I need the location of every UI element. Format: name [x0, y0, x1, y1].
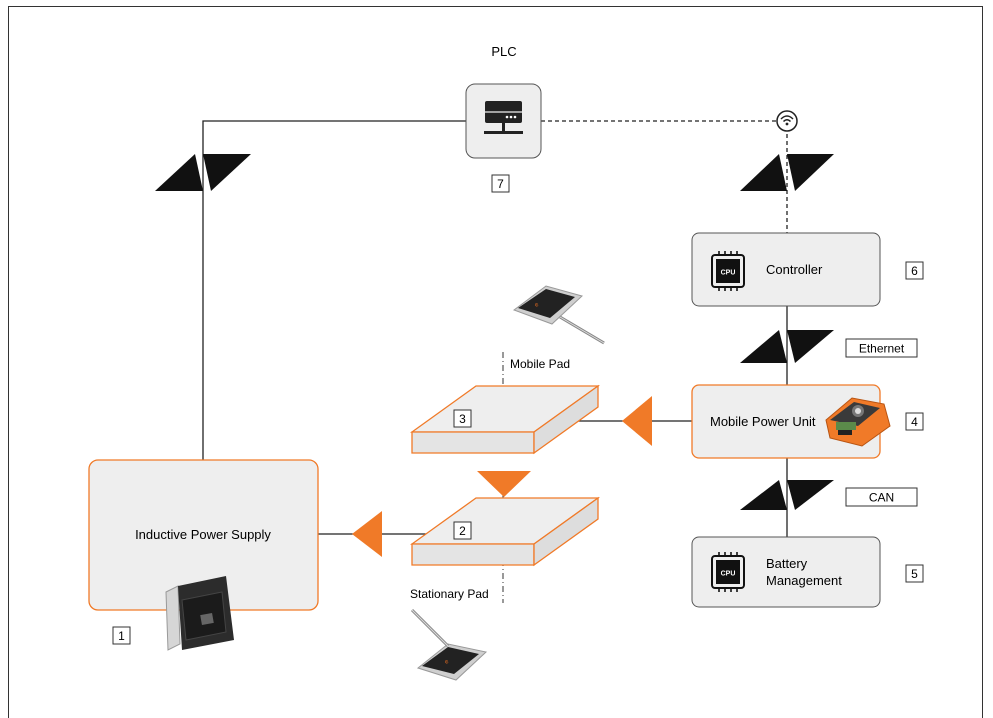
plc-title: PLC [491, 44, 516, 59]
plc-to-controller-wireless-line [541, 120, 788, 233]
inductive-power-supply-device-image [165, 576, 234, 651]
controller-number: 6 [911, 264, 918, 278]
mobile-pad-device-image: e [512, 285, 605, 345]
server-icon [484, 101, 523, 134]
energy-arrow-to-mobile-pad [622, 396, 652, 446]
connector-can [740, 480, 834, 510]
controller-chip-text: CPU [721, 270, 736, 277]
cpu-icon: CPU [711, 552, 745, 592]
mobile-pad-label: Mobile Pad [510, 357, 570, 371]
controller-label: Controller [766, 262, 823, 277]
plc-to-power-supply-line [202, 120, 466, 460]
inductive-power-supply-label: Inductive Power Supply [135, 527, 271, 542]
svg-text:e: e [534, 302, 540, 309]
can-label: CAN [869, 491, 894, 505]
energy-arrow-pad-to-pad [477, 471, 531, 497]
battery-management-label-line1: Battery [766, 556, 808, 571]
stationary-pad-slab[interactable] [409, 496, 601, 567]
mobile-power-unit-device-image [825, 397, 891, 447]
connector-plc-controller [740, 154, 834, 191]
cpu-icon: CPU [711, 251, 745, 291]
energy-arrow-to-power-supply [352, 511, 382, 557]
stationary-pad-label: Stationary Pad [410, 587, 489, 601]
svg-text:e: e [444, 659, 450, 666]
battery-management-box[interactable] [691, 536, 881, 608]
connector-plc-power-supply [155, 154, 251, 191]
plc-number: 7 [497, 177, 504, 191]
battery-management-label-line2: Management [766, 573, 842, 588]
battery-chip-text: CPU [721, 571, 736, 578]
battery-management-number: 5 [911, 567, 918, 581]
connector-ethernet [740, 330, 834, 363]
stationary-pad-device-image: e [410, 608, 488, 681]
mobile-power-unit-number: 4 [911, 415, 918, 429]
mobile-power-unit-label: Mobile Power Unit [710, 414, 816, 429]
frame-border [8, 6, 983, 718]
mobile-pad-slab[interactable] [409, 384, 601, 455]
wifi-icon [776, 110, 798, 132]
stationary-pad-number: 2 [459, 524, 466, 538]
inductive-power-supply-number: 1 [118, 629, 125, 643]
ethernet-label: Ethernet [859, 342, 905, 356]
mobile-pad-number: 3 [459, 412, 466, 426]
